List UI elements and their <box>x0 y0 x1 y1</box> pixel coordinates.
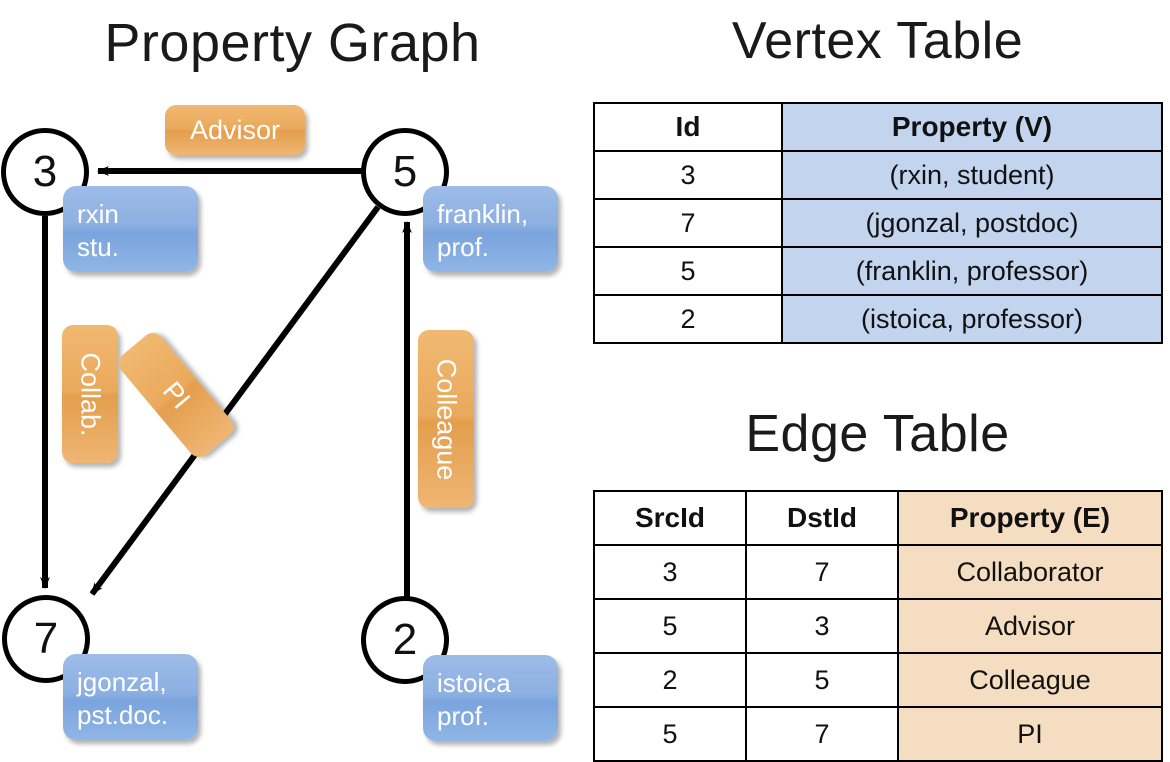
vertex-row-2-property: (franklin, professor) <box>781 246 1163 296</box>
edge-row-2-srcid: 2 <box>593 652 747 708</box>
edge-row-3-srcid: 5 <box>593 706 747 762</box>
vertex-row-3-id: 2 <box>593 294 783 344</box>
vertex-table-header-id: Id <box>593 102 783 152</box>
edge-row-2-dstid: 5 <box>745 652 899 708</box>
vertex-property-2-line1: istoica <box>437 668 511 698</box>
edge-row-0-dstid: 7 <box>745 544 899 600</box>
edge-label-colleague[interactable]: Colleague <box>418 330 474 508</box>
vertex-table-header-property: Property (V) <box>781 102 1163 152</box>
vertex-row-2-id: 5 <box>593 246 783 296</box>
edge-row-1-srcid: 5 <box>593 598 747 654</box>
vertex-property-5-line1: franklin, <box>437 199 529 229</box>
edge-label-pi-text: PI <box>156 375 197 415</box>
property-graph-diagram: 3 5 7 2 rxin stu. franklin, prof. jgonza… <box>0 0 585 760</box>
vertex-table-header-row: Id Property (V) <box>593 102 1163 152</box>
graph-edges-layer <box>40 166 412 598</box>
edge-table-header-property: Property (E) <box>897 490 1163 546</box>
table-row[interactable]: 2 5 Colleague <box>593 652 1163 708</box>
vertex-node-2[interactable]: 2 <box>361 596 449 684</box>
vertex-property-box-7[interactable]: jgonzal, pst.doc. <box>63 654 198 740</box>
table-row[interactable]: 5 (franklin, professor) <box>593 246 1163 296</box>
edge-table-header-srcid: SrcId <box>593 490 747 546</box>
edge-row-0-property: Collaborator <box>897 544 1163 600</box>
table-row[interactable]: 5 7 PI <box>593 706 1163 762</box>
edge-row-3-dstid: 7 <box>745 706 899 762</box>
edge-row-3-property: PI <box>897 706 1163 762</box>
vertex-property-7-line2: pst.doc. <box>77 700 169 730</box>
table-row[interactable]: 7 (jgonzal, postdoc) <box>593 198 1163 248</box>
edge-label-colleague-text: Colleague <box>431 358 462 480</box>
vertex-row-3-property: (istoica, professor) <box>781 294 1163 344</box>
edge-row-2-property: Colleague <box>897 652 1163 708</box>
edge-label-collab[interactable]: Collab. <box>62 325 118 463</box>
vertex-row-0-id: 3 <box>593 150 783 200</box>
vertex-node-5[interactable]: 5 <box>361 128 449 216</box>
edge-5-to-7-pi <box>89 205 381 596</box>
vertex-row-0-property: (rxin, student) <box>781 150 1163 200</box>
edge-row-1-property: Advisor <box>897 598 1163 654</box>
edge-label-advisor-text: Advisor <box>189 114 281 145</box>
vertex-property-3-line1: rxin <box>77 199 119 229</box>
vertex-property-2-line2: prof. <box>437 701 490 731</box>
vertex-property-5-line2: prof. <box>437 232 490 262</box>
table-row[interactable]: 2 (istoica, professor) <box>593 294 1163 344</box>
vertex-property-3-line2: stu. <box>77 232 119 262</box>
vertex-row-1-property: (jgonzal, postdoc) <box>781 198 1163 248</box>
edge-table-header-dstid: DstId <box>745 490 899 546</box>
vertex-property-box-5[interactable]: franklin, prof. <box>423 186 558 272</box>
vertex-table: Id Property (V) 3 (rxin, student) 7 (jgo… <box>593 102 1163 344</box>
vertex-property-7-line1: jgonzal, <box>77 667 167 697</box>
vertex-property-box-3[interactable]: rxin stu. <box>63 186 198 272</box>
vertex-property-box-2[interactable]: istoica prof. <box>423 655 558 741</box>
table-row[interactable]: 3 7 Collaborator <box>593 544 1163 600</box>
edge-row-1-dstid: 3 <box>745 598 899 654</box>
edge-label-advisor[interactable]: Advisor <box>165 105 305 155</box>
vertex-row-1-id: 7 <box>593 198 783 248</box>
page-title-property-graph: Property Graph <box>104 13 481 73</box>
edge-row-0-srcid: 3 <box>593 544 747 600</box>
table-row[interactable]: 3 (rxin, student) <box>593 150 1163 200</box>
edge-table-header-row: SrcId DstId Property (E) <box>593 490 1163 546</box>
table-row[interactable]: 5 3 Advisor <box>593 598 1163 654</box>
edge-table: SrcId DstId Property (E) 3 7 Collaborato… <box>593 490 1163 762</box>
page-title-edge-table: Edge Table <box>745 405 1010 463</box>
page-title-vertex-table: Vertex Table <box>731 12 1024 70</box>
edge-label-collab-text: Collab. <box>75 351 106 437</box>
